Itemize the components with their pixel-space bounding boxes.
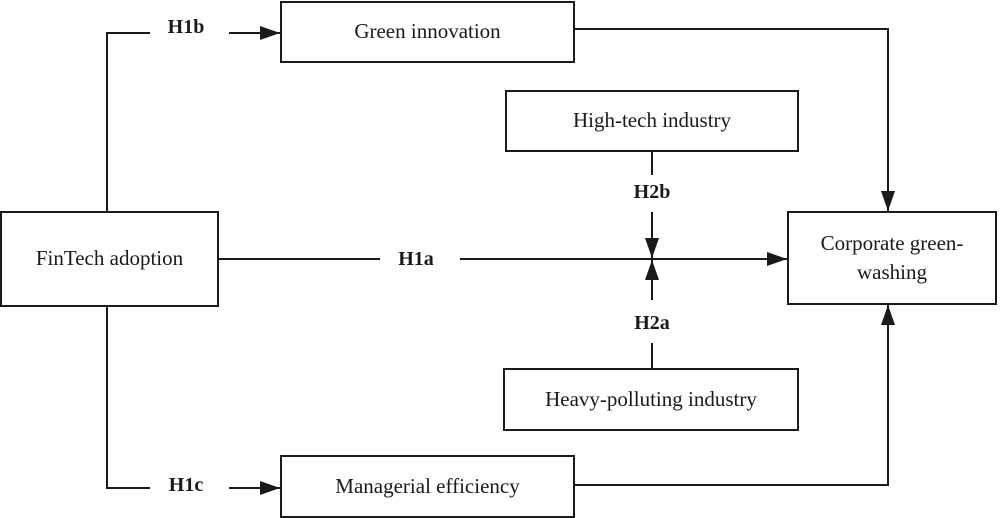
corporate-greenwashing-label: Corporate green- washing: [821, 229, 964, 288]
green-innovation-to-greenwashing-arrow: [575, 28, 895, 211]
managerial-efficiency-label: Managerial efficiency: [335, 473, 520, 498]
heavy-polluting-industry-label: Heavy-polluting industry: [545, 386, 757, 411]
h2b-label: H2b: [617, 180, 687, 204]
high-tech-industry-box: High-tech industry: [505, 90, 799, 152]
h1b-path: [106, 32, 150, 211]
heavy-polluting-industry-box: Heavy-polluting industry: [503, 368, 799, 431]
corporate-greenwashing-line2: washing: [856, 260, 927, 284]
green-innovation-box: Green innovation: [280, 1, 575, 63]
corporate-greenwashing-line1: Corporate green-: [820, 230, 964, 255]
green-innovation-label: Green innovation: [354, 19, 501, 44]
fintech-adoption-label: FinTech adoption: [35, 246, 184, 271]
managerial-efficiency-to-greenwashing-arrow: [575, 305, 895, 486]
high-tech-industry-label: High-tech industry: [572, 108, 732, 133]
h1a-label: H1a: [380, 247, 452, 271]
h2a-label: H2a: [617, 311, 687, 335]
h1c-path: [106, 307, 150, 489]
h1c-label: H1c: [150, 473, 222, 497]
fintech-adoption-box: FinTech adoption: [0, 211, 219, 307]
corporate-greenwashing-box: Corporate green- washing: [787, 211, 997, 305]
h1b-label: H1b: [150, 15, 222, 39]
managerial-efficiency-box: Managerial efficiency: [280, 455, 575, 518]
